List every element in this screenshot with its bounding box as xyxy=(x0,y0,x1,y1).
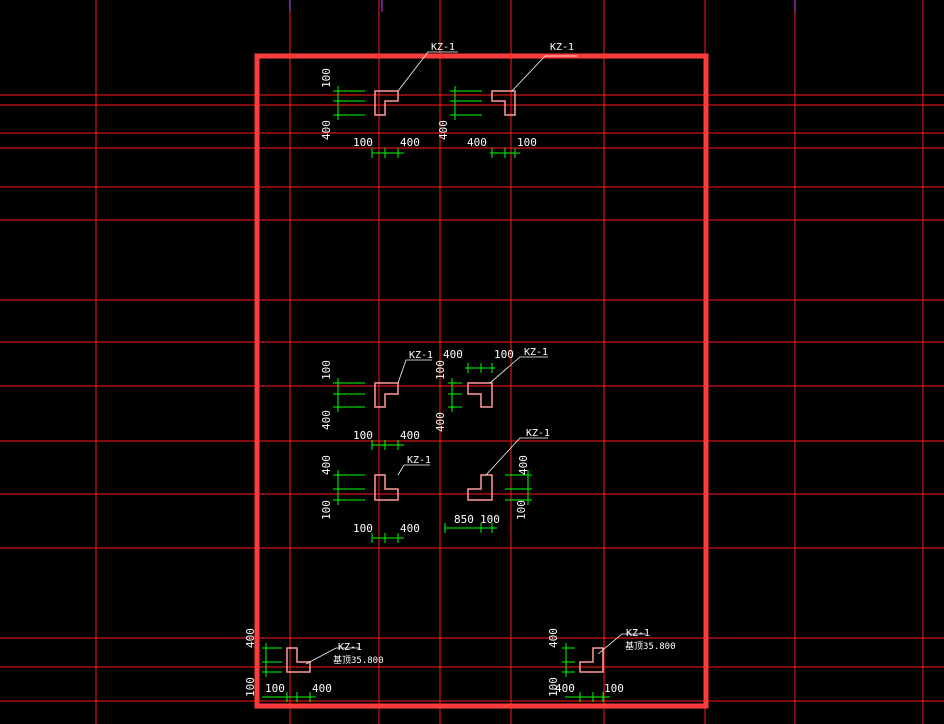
dim-text: 100 xyxy=(353,429,373,442)
dim-text: 100 xyxy=(434,360,447,380)
selection-frame[interactable] xyxy=(254,53,709,709)
leader-lines xyxy=(305,51,646,665)
dim-text: 400 xyxy=(517,455,530,475)
dim-text: 100 xyxy=(320,360,333,380)
column-label[interactable]: KZ-1 xyxy=(550,42,574,53)
dim-text: 850 xyxy=(454,513,474,526)
leader-line xyxy=(305,647,360,665)
dim-text: 400 xyxy=(320,455,333,475)
column-label[interactable]: KZ-1 xyxy=(409,350,433,361)
dim-text: 100 xyxy=(320,68,333,88)
dim-text: 100 xyxy=(604,682,624,695)
dim-text: 400 xyxy=(400,429,420,442)
column-label[interactable]: KZ-1 xyxy=(526,428,550,439)
dim-text: 100 xyxy=(480,513,500,526)
leader-line xyxy=(511,55,578,92)
dim-text: 100 xyxy=(320,500,333,520)
dim-text: 100 xyxy=(547,677,560,697)
column-label[interactable]: KZ-1 xyxy=(524,347,548,358)
dim-text: 100 xyxy=(353,522,373,535)
dim-text: 400 xyxy=(434,412,447,432)
leader-line xyxy=(489,356,548,384)
dim-text: 100 xyxy=(353,136,373,149)
dim-text: 100 xyxy=(517,136,537,149)
leader-line xyxy=(397,464,430,476)
dim-text: 400 xyxy=(244,628,257,648)
column-label[interactable]: KZ-1 xyxy=(431,42,455,53)
dim-text: 400 xyxy=(467,136,487,149)
axis-ticks xyxy=(289,0,796,12)
column-label[interactable]: KZ-1 xyxy=(407,455,431,466)
dim-text: 100 xyxy=(244,677,257,697)
column-kz1[interactable] xyxy=(579,647,604,673)
leader-line xyxy=(485,437,548,476)
elevation-label: 基顶35.800 xyxy=(333,654,384,666)
column-kz1[interactable] xyxy=(467,474,493,501)
dim-text: 100 xyxy=(265,682,285,695)
dim-text: 400 xyxy=(555,682,575,695)
column-label[interactable]: KZ-1 xyxy=(338,642,362,653)
dimension-lines xyxy=(262,86,610,702)
dim-text: 400 xyxy=(547,628,560,648)
dim-text: 400 xyxy=(320,410,333,430)
column-kz1[interactable] xyxy=(374,474,399,501)
dim-text: 400 xyxy=(312,682,332,695)
column-kz1[interactable] xyxy=(491,90,516,116)
dim-text: 400 xyxy=(400,136,420,149)
leader-line xyxy=(397,51,458,92)
column-labels: KZ-1 KZ-1 KZ-1 KZ-1 KZ-1 KZ-1 KZ-1 KZ-1 … xyxy=(333,42,676,666)
leader-line xyxy=(597,633,646,655)
dimension-texts: 100 400 400 100 100 400 400 400 100 100 … xyxy=(244,68,624,697)
dim-text: 400 xyxy=(400,522,420,535)
dim-text: 400 xyxy=(437,120,450,140)
leader-line xyxy=(397,359,432,384)
dim-text: 100 xyxy=(494,348,514,361)
column-kz1[interactable] xyxy=(467,382,493,408)
dim-text: 400 xyxy=(320,120,333,140)
dim-text: 100 xyxy=(515,500,528,520)
dim-text: 400 xyxy=(443,348,463,361)
elevation-label: 基顶35.800 xyxy=(625,640,676,652)
column-label[interactable]: KZ-1 xyxy=(626,628,650,639)
